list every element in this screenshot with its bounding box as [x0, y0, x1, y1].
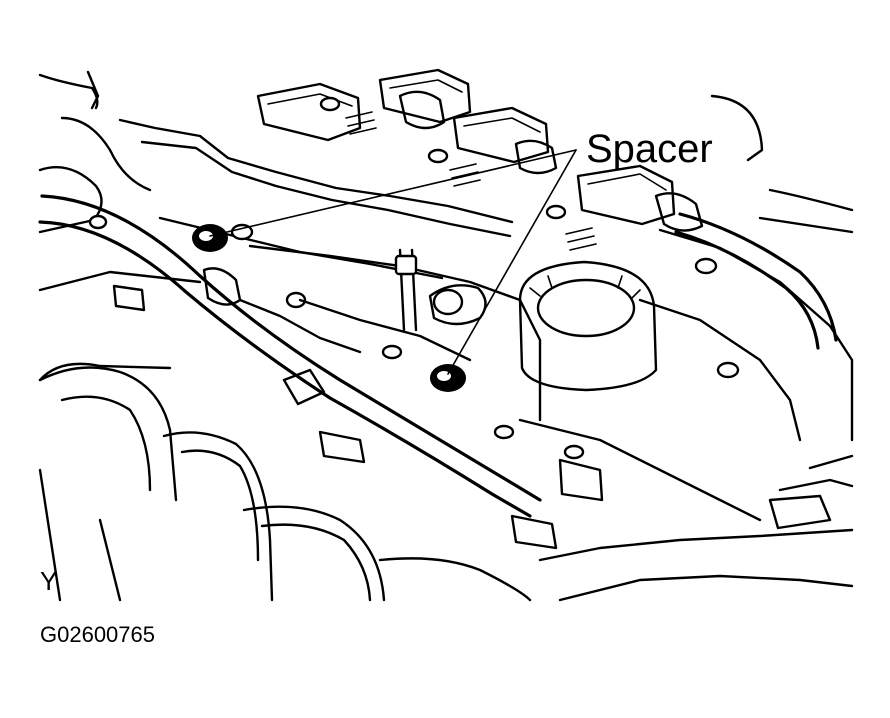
- view-letter: Y: [40, 566, 57, 596]
- figure-code: G02600765: [40, 622, 155, 647]
- oil-filler-cap: [518, 260, 658, 392]
- callout-leader-lines: [209, 149, 577, 375]
- bolt-icon: [88, 96, 740, 460]
- callout-label: Spacer: [586, 127, 713, 171]
- spacer-left: [192, 224, 228, 252]
- engine-illustration: [38, 68, 854, 602]
- spacer-right: [430, 364, 466, 392]
